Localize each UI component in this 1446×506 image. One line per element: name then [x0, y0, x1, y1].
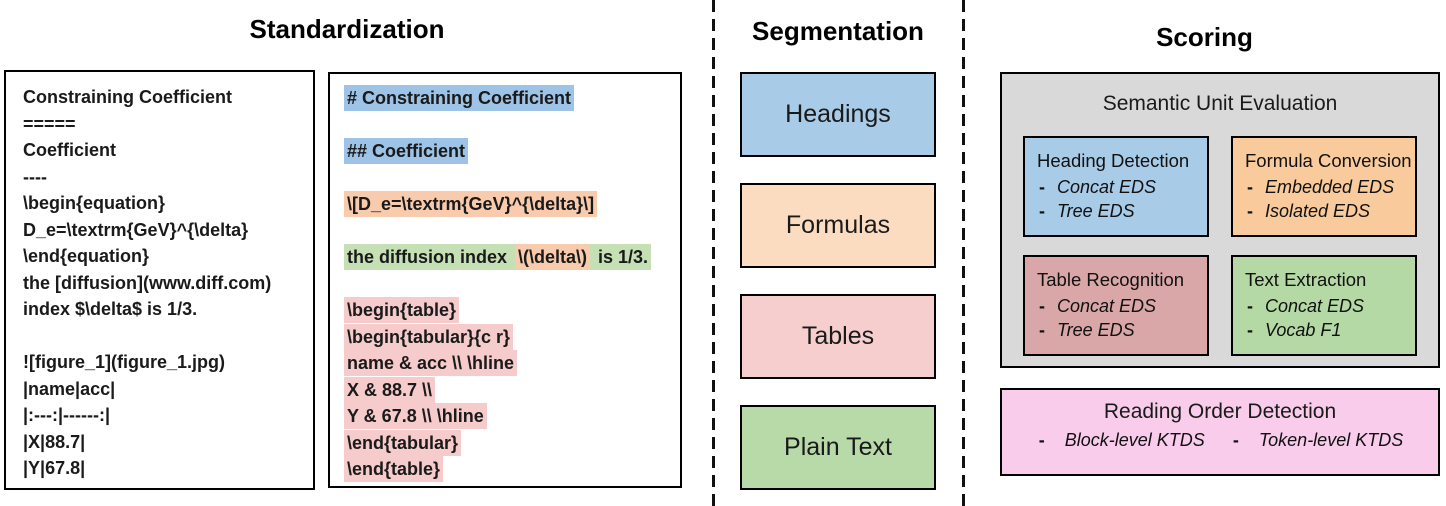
metric-item: -Concat EDS: [1037, 175, 1207, 199]
reading-order-metric: -Token-level KTDS: [1231, 428, 1403, 452]
reading-order-metric: -Block-level KTDS: [1037, 428, 1205, 452]
standardized-line: \end{tabular}: [344, 429, 680, 457]
metric-card-formula-conversion: Formula Conversion -Embedded EDS-Isolated…: [1231, 136, 1417, 237]
semantic-unit-evaluation-panel: Semantic Unit Evaluation Heading Detecti…: [1000, 72, 1440, 368]
standardized-line: [344, 165, 680, 192]
metric-label: Token-level KTDS: [1258, 430, 1404, 450]
dash-bullet: -: [1232, 430, 1239, 450]
metric-card-title: Text Extraction: [1245, 269, 1367, 290]
standardized-line: \[D_e=\textrm{GeV}^{\delta}\]: [344, 191, 680, 218]
metric-label: Concat EDS: [1265, 296, 1365, 316]
dash-bullet: -: [1247, 320, 1253, 340]
highlight-green-segment: the diffusion index: [344, 244, 515, 270]
reading-order-metrics: -Block-level KTDS-Token-level KTDS: [1002, 428, 1438, 452]
metric-card-title: Heading Detection: [1037, 150, 1190, 171]
source-line: Constraining Coefficient: [23, 87, 233, 107]
standardized-line: ## Coefficient: [344, 138, 680, 165]
metric-item: -Isolated EDS: [1245, 199, 1415, 223]
metric-label: Tree EDS: [1057, 201, 1135, 221]
metric-item: -Embedded EDS: [1245, 175, 1415, 199]
source-line: \begin{equation}: [23, 193, 166, 213]
source-line: D_e=\textrm{GeV}^{\delta}: [23, 219, 249, 240]
highlight-pink-segment: X & 88.7 \\: [344, 376, 436, 403]
dash-bullet: -: [1039, 201, 1045, 221]
source-line: ![figure_1](figure_1.jpg): [23, 352, 226, 372]
dash-bullet: -: [1247, 296, 1253, 316]
metric-label: Embedded EDS: [1265, 177, 1395, 197]
dash-bullet: -: [1039, 177, 1045, 197]
dashed-divider-right: [962, 0, 965, 506]
metric-card-title: Table Recognition: [1037, 269, 1185, 290]
standardized-line: the diffusion index \(\delta\) is 1/3.: [344, 244, 680, 271]
highlight-blue-segment: # Constraining Coefficient: [344, 85, 575, 111]
highlight-orange-segment: \[D_e=\textrm{GeV}^{\delta}\]: [344, 191, 598, 217]
highlight-orange-segment: \(\delta\): [515, 244, 591, 270]
standardized-line: \end{table}: [344, 456, 680, 483]
standardized-line: Y & 67.8 \\ \hline: [344, 403, 680, 430]
metric-item: -Tree EDS: [1037, 318, 1207, 342]
source-line: \end{equation}: [23, 246, 150, 266]
dash-bullet: -: [1038, 430, 1045, 450]
standardized-line: \begin{table}: [344, 297, 680, 324]
metric-label: Block-level KTDS: [1064, 430, 1205, 450]
highlight-blue-segment: ## Coefficient: [344, 138, 469, 164]
markdown-source-box: Constraining Coefficient ===== Coefficient…: [4, 70, 315, 490]
section-title-standardization: Standardization: [249, 14, 445, 44]
metric-card-title: Formula Conversion: [1245, 150, 1412, 171]
source-line: Coefficient: [23, 140, 117, 160]
dash-bullet: -: [1039, 296, 1045, 316]
source-line: [23, 323, 313, 350]
source-line: index $\delta$ is 1/3.: [23, 299, 198, 319]
standardized-line: [344, 218, 680, 245]
source-line: |X|88.7|: [23, 431, 86, 452]
metric-card-heading-detection: Heading Detection -Concat EDS-Tree EDS: [1023, 136, 1209, 237]
source-line: the [diffusion](www.diff.com): [23, 272, 272, 293]
standardized-line: X & 88.7 \\: [344, 376, 680, 404]
dash-bullet: -: [1039, 320, 1045, 340]
reading-order-detection-title: Reading Order Detection: [1103, 400, 1337, 423]
metric-label: Isolated EDS: [1265, 201, 1371, 221]
segmentation-box-tables: Tables: [740, 294, 936, 379]
standardized-line: name & acc \\ \hline: [344, 350, 680, 377]
metric-item: -Concat EDS: [1037, 294, 1207, 318]
segmentation-box-plain-text: Plain Text: [740, 405, 936, 490]
highlight-pink-segment: \end{table}: [344, 456, 444, 482]
source-line: |:---:|------:|: [23, 405, 111, 425]
metric-card-table-recognition: Table Recognition -Concat EDS-Tree EDS: [1023, 255, 1209, 356]
metric-item: -Vocab F1: [1245, 318, 1415, 342]
standardized-line: [344, 271, 680, 298]
highlight-pink-segment: Y & 67.8 \\ \hline: [344, 403, 487, 429]
metric-item: -Concat EDS: [1245, 294, 1415, 318]
standardized-line: \begin{tabular}{c r}: [344, 323, 680, 351]
dash-bullet: -: [1247, 201, 1253, 221]
source-line: |name|acc|: [23, 378, 116, 399]
dash-bullet: -: [1247, 177, 1253, 197]
section-title-scoring: Scoring: [1156, 22, 1253, 52]
highlight-pink-segment: \begin{tabular}{c r}: [344, 323, 514, 350]
standardized-output-box: # Constraining Coefficient ## Coefficien…: [328, 72, 682, 488]
source-line: =====: [23, 113, 76, 134]
segmentation-box-headings: Headings: [740, 72, 936, 157]
metric-label: Concat EDS: [1057, 177, 1157, 197]
segmentation-box-formulas: Formulas: [740, 183, 936, 268]
highlight-pink-segment: name & acc \\ \hline: [344, 350, 518, 376]
dashed-divider-left: [712, 0, 715, 506]
highlight-pink-segment: \end{tabular}: [344, 429, 462, 456]
metric-label: Vocab F1: [1265, 320, 1342, 340]
reading-order-detection-panel: Reading Order Detection -Block-level KTD…: [1000, 388, 1440, 476]
standardized-line: # Constraining Coefficient: [344, 85, 680, 112]
standardized-line: [344, 112, 680, 139]
metric-item: -Tree EDS: [1037, 199, 1207, 223]
highlight-green-segment: is 1/3.: [590, 244, 652, 270]
metric-label: Tree EDS: [1057, 320, 1135, 340]
highlight-pink-segment: \begin{table}: [344, 297, 460, 323]
source-line: |Y|67.8|: [23, 458, 86, 478]
source-line: ----: [23, 166, 47, 187]
metric-card-text-extraction: Text Extraction -Concat EDS-Vocab F1: [1231, 255, 1417, 356]
semantic-unit-evaluation-title: Semantic Unit Evaluation: [1102, 92, 1338, 115]
section-title-segmentation: Segmentation: [752, 16, 924, 46]
metric-label: Concat EDS: [1057, 296, 1157, 316]
